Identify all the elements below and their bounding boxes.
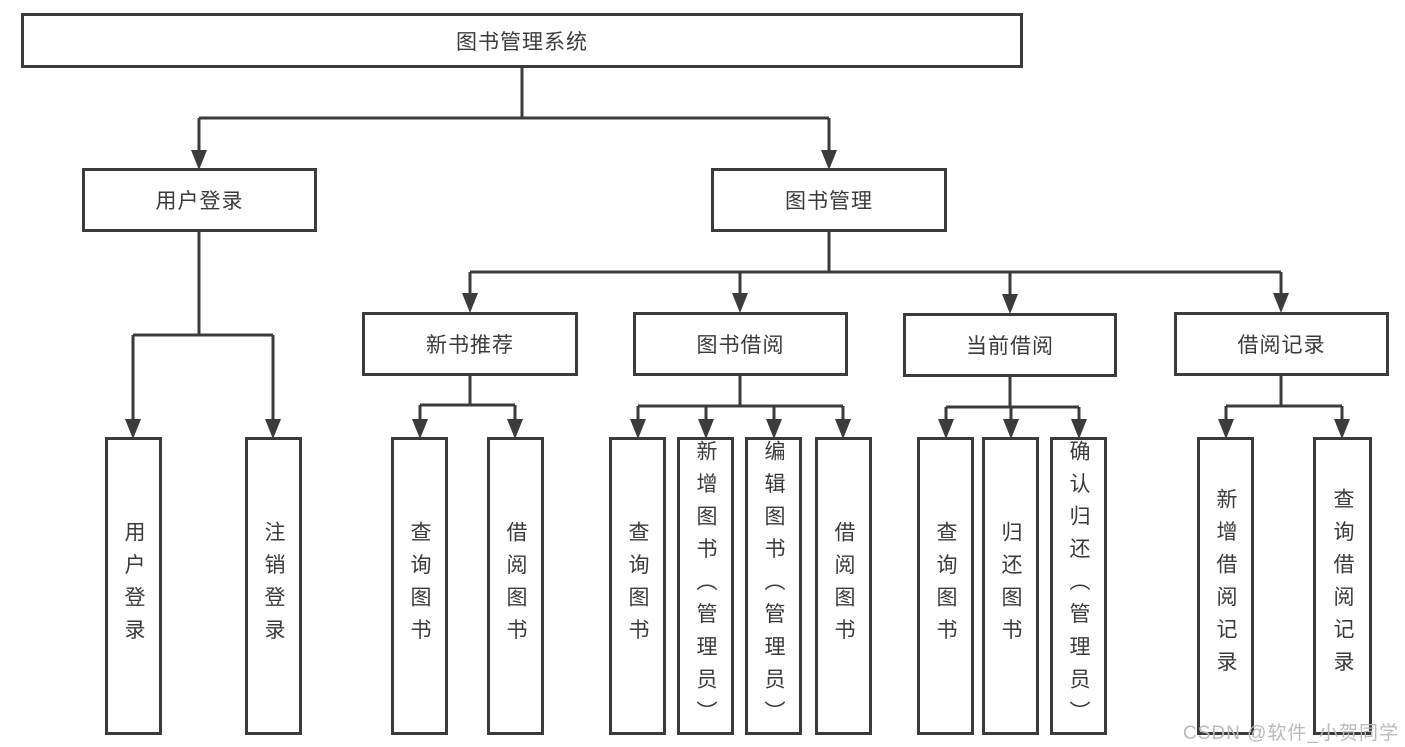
leaf-query-books-current: 查询图书 xyxy=(917,437,974,735)
node-label: 借阅记录 xyxy=(1237,334,1326,357)
leaf-label: 借阅图书 xyxy=(832,520,855,652)
leaf-label: 用户登录 xyxy=(122,520,145,652)
node-label: 图书借阅 xyxy=(696,334,785,357)
leaf-edit-books-admin: 编辑图书（管理员） xyxy=(745,437,802,735)
leaf-label: 借阅图书 xyxy=(504,520,527,652)
node-current-borrow: 当前借阅 xyxy=(903,313,1117,377)
leaf-label: 查询图书 xyxy=(934,520,957,652)
leaf-add-books-admin: 新增图书（管理员） xyxy=(677,437,734,735)
leaf-logout: 注销登录 xyxy=(245,437,302,735)
arrowhead-icons xyxy=(125,150,1350,439)
node-label: 新书推荐 xyxy=(426,334,514,357)
leaf-query-books-recommend: 查询图书 xyxy=(391,437,448,735)
leaf-user-login: 用户登录 xyxy=(105,437,162,735)
leaf-label: 查询图书 xyxy=(408,520,431,652)
node-new-book-recommend: 新书推荐 xyxy=(362,312,578,376)
leaf-label: 编辑图书（管理员） xyxy=(762,439,785,733)
leaf-label: 确认归还（管理员） xyxy=(1067,439,1090,733)
leaf-label: 新增图书（管理员） xyxy=(694,439,717,733)
leaf-label: 新增借阅记录 xyxy=(1214,488,1237,684)
node-label: 用户登录 xyxy=(155,190,244,213)
node-label: 当前借阅 xyxy=(966,335,1054,358)
node-label: 图书管理 xyxy=(785,190,873,213)
leaf-confirm-return-admin: 确认归还（管理员） xyxy=(1050,437,1107,735)
leaf-borrow-books: 借阅图书 xyxy=(815,437,872,735)
node-book-management-branch: 图书管理 xyxy=(711,168,947,232)
node-borrow-records: 借阅记录 xyxy=(1174,312,1389,376)
node-user-login-branch: 用户登录 xyxy=(82,168,317,232)
csdn-watermark: CSDN @软件_小贺同学 xyxy=(1183,723,1399,744)
leaf-borrow-books-recommend: 借阅图书 xyxy=(487,437,544,735)
node-book-borrow: 图书借阅 xyxy=(633,312,848,376)
leaf-label: 注销登录 xyxy=(262,520,285,652)
node-root-label: 图书管理系统 xyxy=(456,30,588,54)
leaf-label: 查询图书 xyxy=(626,520,649,652)
leaf-query-borrow-record: 查询借阅记录 xyxy=(1313,437,1372,735)
leaf-label: 查询借阅记录 xyxy=(1331,488,1354,684)
leaf-return-books: 归还图书 xyxy=(982,437,1039,735)
leaf-add-borrow-record: 新增借阅记录 xyxy=(1197,437,1254,735)
leaf-query-books-borrow: 查询图书 xyxy=(609,437,666,735)
node-root-system: 图书管理系统 xyxy=(21,13,1023,68)
leaf-label: 归还图书 xyxy=(999,520,1022,652)
